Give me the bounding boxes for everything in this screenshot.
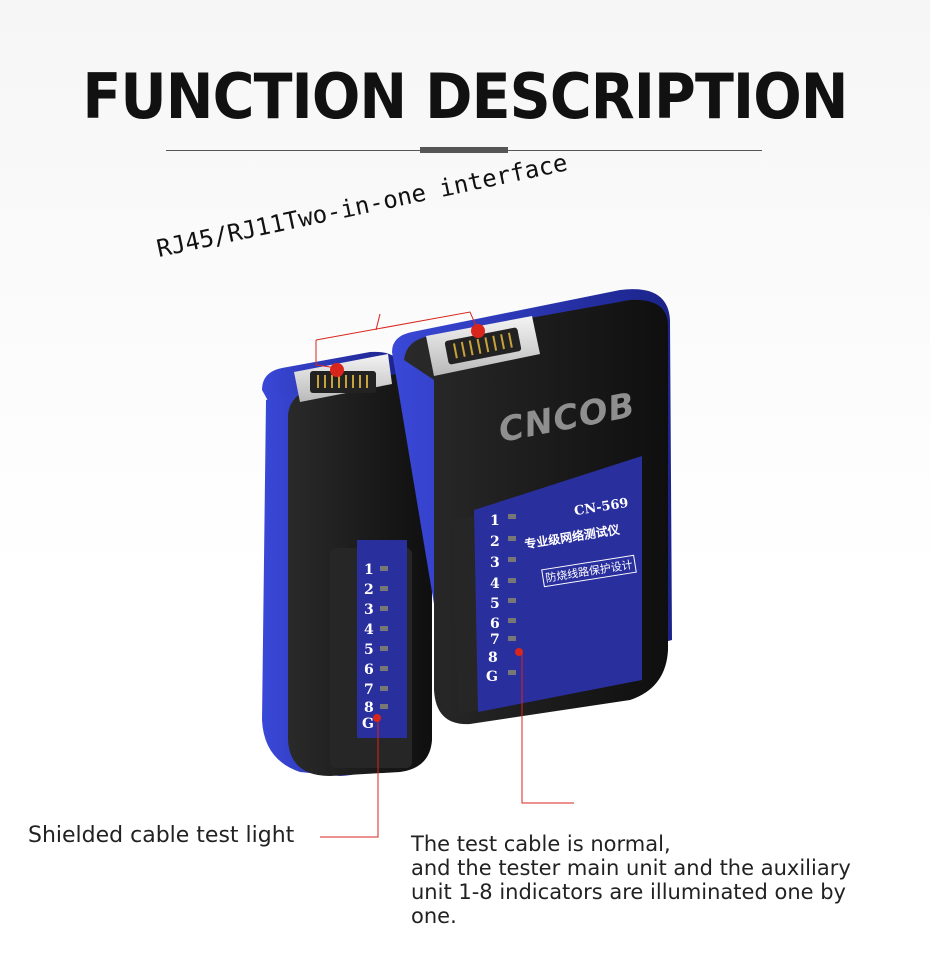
svg-text:6: 6	[490, 616, 500, 632]
title-divider-accent	[420, 147, 508, 153]
svg-text:5: 5	[364, 642, 374, 658]
shielded-light-callout: Shielded cable test light	[28, 823, 295, 848]
normal-line-4: one.	[411, 904, 457, 928]
normal-line-1: The test cable is normal,	[411, 832, 671, 856]
normal-cable-callout: The test cable is normal, and the tester…	[411, 832, 911, 928]
svg-text:G: G	[362, 716, 374, 732]
indicator-panel-main	[474, 456, 642, 712]
callout-line-port-right	[315, 311, 479, 341]
svg-text:1: 1	[490, 513, 500, 529]
normal-line-2: and the tester main unit and the auxilia…	[411, 856, 851, 880]
svg-text:7: 7	[490, 632, 500, 648]
remote-unit: 1 2 3 4 5 6 7 8G	[262, 351, 432, 776]
svg-text:2: 2	[364, 582, 374, 598]
svg-text:3: 3	[364, 602, 374, 618]
normal-line-3: unit 1-8 indicators are illuminated one …	[411, 880, 846, 904]
svg-text:G: G	[486, 669, 498, 685]
callout-line-port-left	[315, 340, 338, 369]
svg-text:2: 2	[490, 534, 500, 550]
svg-text:4: 4	[490, 576, 500, 592]
svg-text:3: 3	[490, 555, 500, 571]
callout-line-normal	[519, 651, 574, 804]
main-unit: 1 2 3 4 5 6 7 8G	[392, 289, 672, 725]
svg-text:1: 1	[364, 562, 374, 578]
svg-text:6: 6	[364, 662, 374, 678]
svg-text:5: 5	[490, 596, 500, 612]
svg-text:8: 8	[364, 700, 374, 716]
svg-text:4: 4	[364, 622, 374, 638]
page-title: FUNCTION DESCRIPTION	[82, 60, 848, 133]
svg-text:7: 7	[364, 682, 374, 698]
svg-text:8: 8	[488, 650, 498, 666]
callout-line-shielded	[320, 720, 379, 838]
